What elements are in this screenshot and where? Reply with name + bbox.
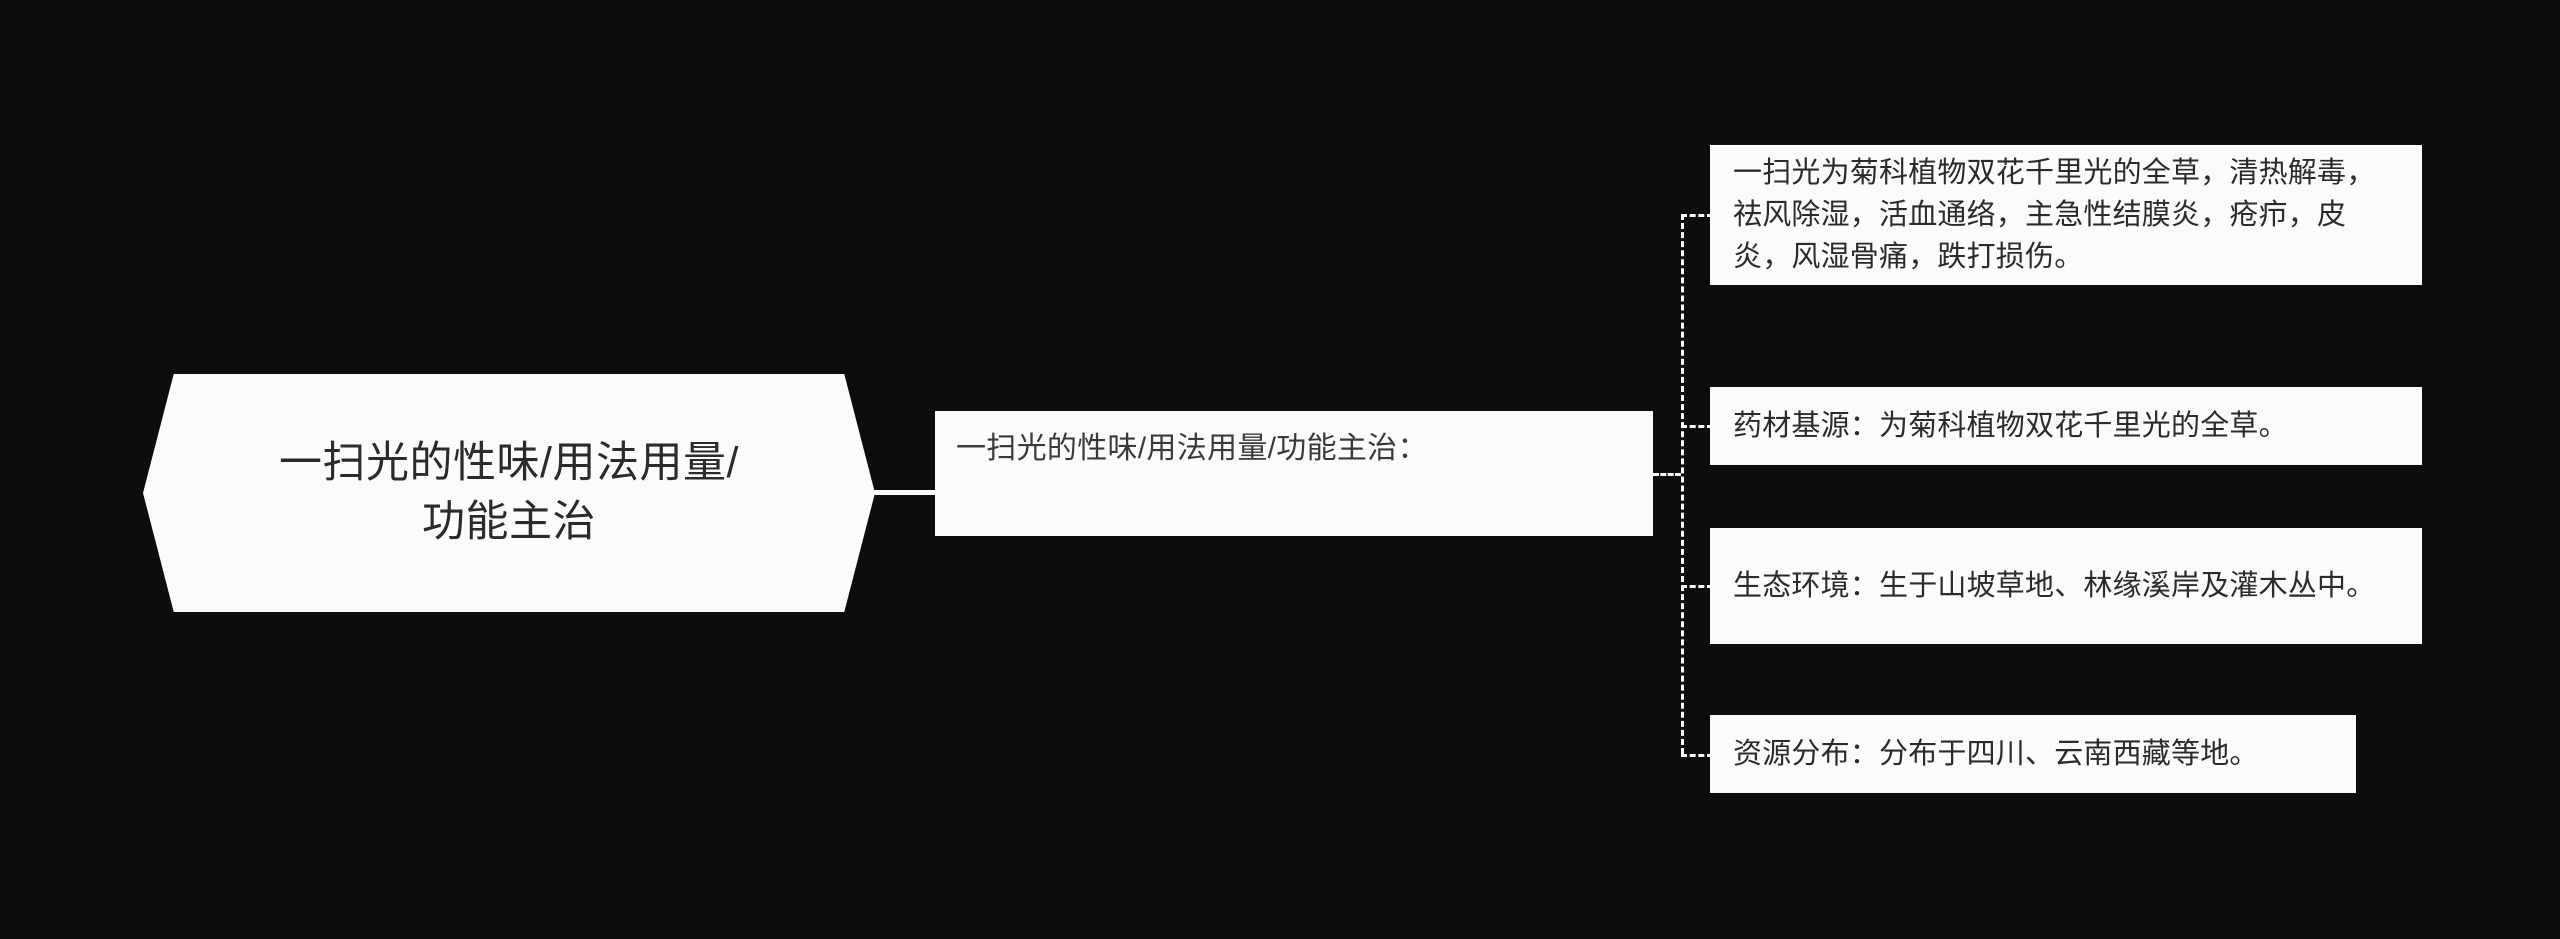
leaf-node-label: 一扫光为菊科植物双花千里光的全草，清热解毒，祛风除湿，活血通络，主急性结膜炎，疮… <box>1733 156 2376 274</box>
leaf-node-label: 药材基源：为菊科植物双花千里光的全草。 <box>1733 409 2288 442</box>
branch-node-label: 一扫光的性味/用法用量/功能主治： <box>956 432 1428 465</box>
branch-node[interactable]: 一扫光的性味/用法用量/功能主治： <box>935 411 1653 536</box>
connector-spine-to-leaf-1 <box>1681 425 1713 428</box>
connector-spine-to-leaf-0 <box>1681 214 1713 217</box>
leaf-node[interactable]: 一扫光为菊科植物双花千里光的全草，清热解毒，祛风除湿，活血通络，主急性结膜炎，疮… <box>1710 145 2422 285</box>
leaf-node-label: 生态环境：生于山坡草地、林缘溪岸及灌木丛中。 <box>1733 569 2376 602</box>
leaf-node[interactable]: 资源分布：分布于四川、云南西藏等地。 <box>1710 715 2356 793</box>
connector-root-to-branch <box>862 490 936 495</box>
connector-vertical-spine <box>1681 214 1684 754</box>
connector-branch-stub <box>1653 473 1681 476</box>
leaf-node[interactable]: 药材基源：为菊科植物双花千里光的全草。 <box>1710 387 2422 465</box>
connector-spine-to-leaf-2 <box>1681 585 1713 588</box>
connector-spine-to-leaf-3 <box>1681 754 1713 757</box>
root-node-hexagon-shape <box>143 374 875 612</box>
root-node[interactable]: 一扫光的性味/用法用量/ 功能主治 <box>143 374 875 612</box>
leaf-node-label: 资源分布：分布于四川、云南西藏等地。 <box>1733 737 2259 770</box>
root-node-label: 一扫光的性味/用法用量/ 功能主治 <box>279 438 739 546</box>
leaf-node[interactable]: 生态环境：生于山坡草地、林缘溪岸及灌木丛中。 <box>1710 528 2422 644</box>
